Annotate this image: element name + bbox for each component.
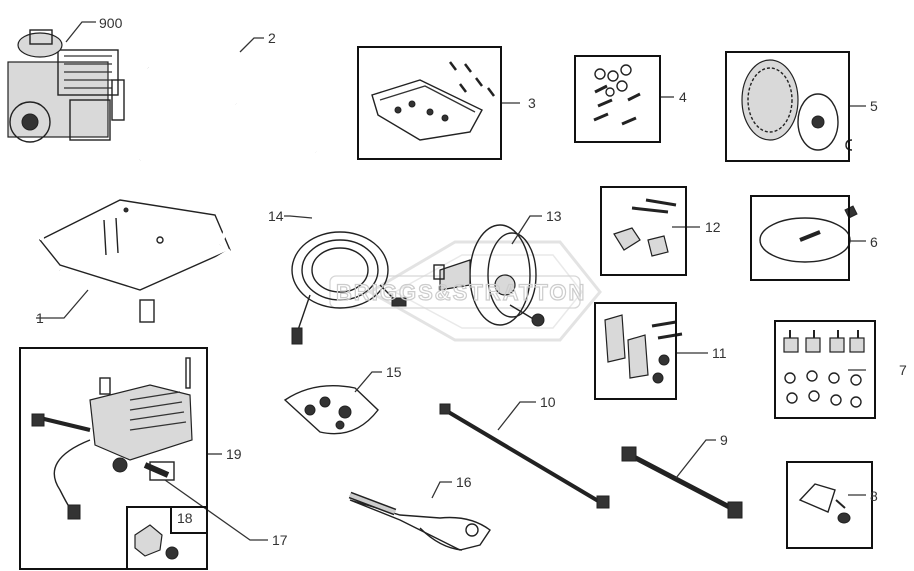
callout-16: 16 <box>456 474 472 490</box>
vibration-mount-kit-illustration <box>783 330 865 408</box>
watermark-logo <box>329 240 602 342</box>
kit-box-12 <box>600 186 687 276</box>
kit-box-3 <box>357 46 502 160</box>
callout-14: 14 <box>268 208 284 224</box>
callout-3: 3 <box>528 95 536 111</box>
callout-1: 1 <box>36 310 44 326</box>
kit-box-11 <box>594 302 677 400</box>
kit-box-18 <box>126 506 208 570</box>
bolt-kit-illustration <box>613 198 677 257</box>
callout-10: 10 <box>540 394 556 410</box>
callout-2: 2 <box>268 30 276 46</box>
callout-4: 4 <box>679 89 687 105</box>
extension-wand-illustration <box>621 446 743 519</box>
hose-illustration <box>291 231 407 345</box>
callout-6: 6 <box>870 234 878 250</box>
kit-box-4 <box>574 55 661 143</box>
fitting-kit-illustration <box>134 524 179 560</box>
kit-box-19 <box>19 347 208 570</box>
callout-13: 13 <box>546 208 562 224</box>
hardware-kit-illustration <box>593 64 641 126</box>
kit-box-8 <box>786 461 873 549</box>
lance-illustration <box>439 403 610 509</box>
kit-box-18-label-box <box>170 506 208 534</box>
clip-kit-illustration <box>798 483 851 524</box>
kit-box-5 <box>725 51 850 162</box>
callout-12: 12 <box>705 219 721 235</box>
bracket-kit-illustration <box>371 61 495 141</box>
hose-reel-illustration <box>433 224 545 327</box>
callout-7: 7 <box>899 362 907 378</box>
mount-kit-illustration <box>604 314 683 384</box>
leader-lines <box>36 21 866 541</box>
frame-illustration <box>20 146 247 323</box>
kit-box-6 <box>750 195 850 281</box>
callout-900: 900 <box>99 15 123 31</box>
watermark-text: BRIGGS&STRATTON <box>336 280 586 305</box>
pump-illustration <box>31 357 193 520</box>
callout-11: 11 <box>712 345 727 361</box>
kit-box-7 <box>774 320 876 419</box>
engine-illustration <box>7 29 125 143</box>
spray-gun-illustration <box>348 491 491 551</box>
callout-9: 9 <box>720 432 728 448</box>
handle-illustration <box>142 53 318 153</box>
callout-17: 17 <box>272 532 288 548</box>
callout-5: 5 <box>870 98 878 114</box>
callout-18: 18 <box>177 510 193 526</box>
callout-19: 19 <box>226 446 242 462</box>
wheel-kit-illustration <box>741 59 853 151</box>
callout-8: 8 <box>870 488 878 504</box>
callout-15: 15 <box>386 364 402 380</box>
nozzle-kit-illustration <box>283 385 379 435</box>
